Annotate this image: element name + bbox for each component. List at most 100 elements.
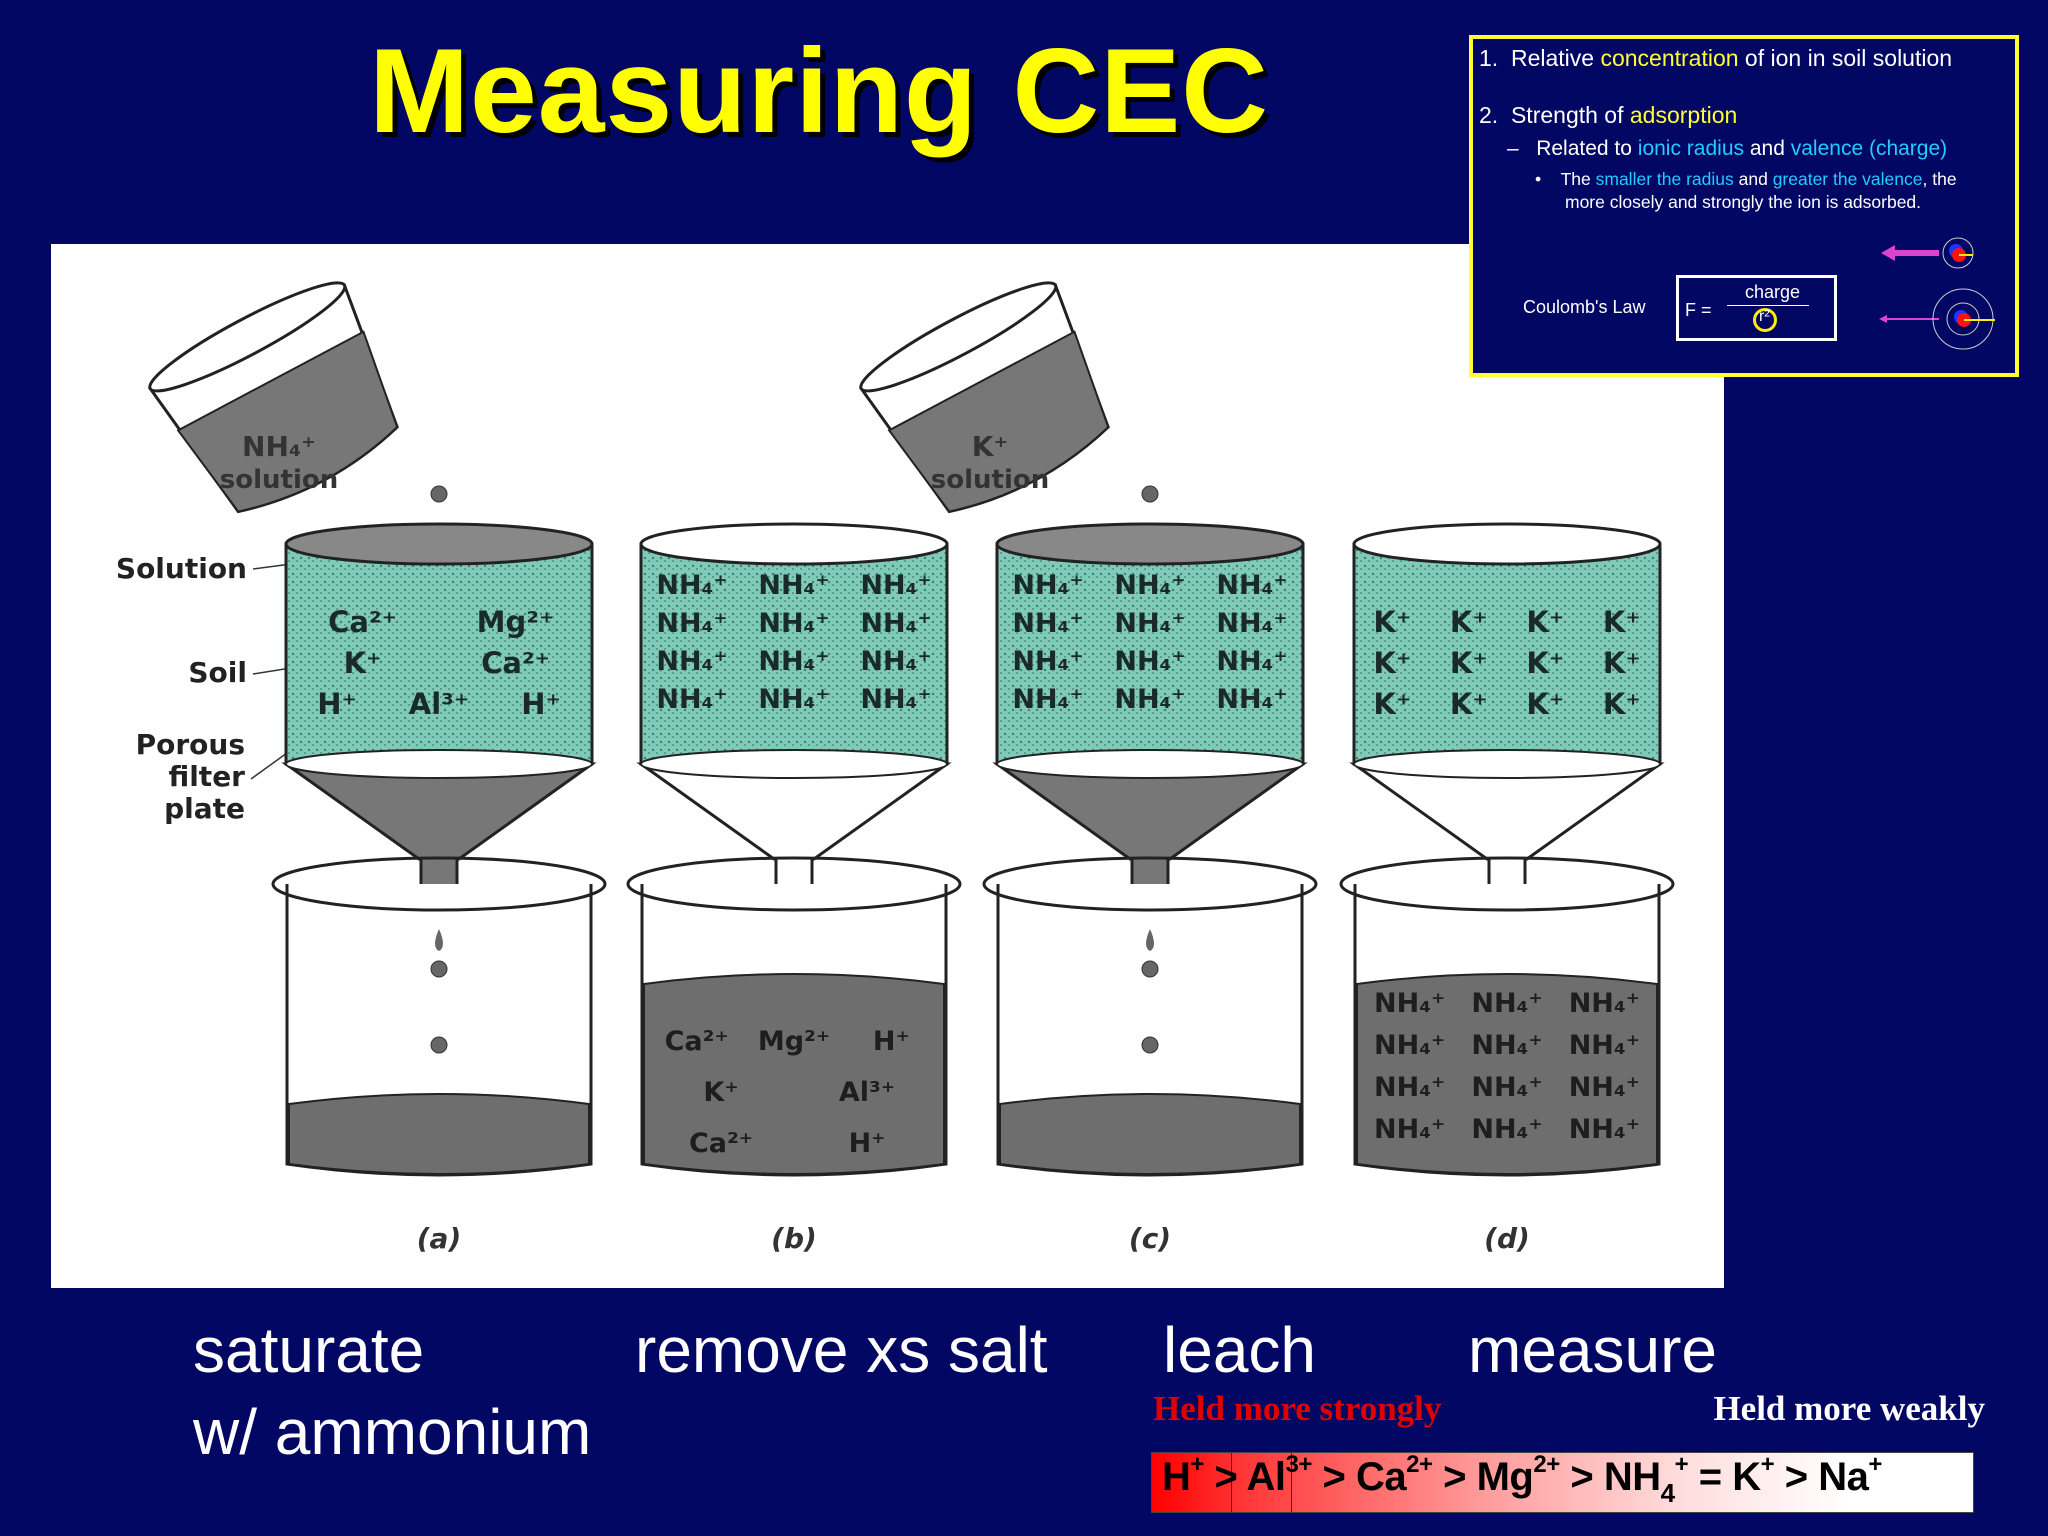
text: Strength of	[1510, 102, 1630, 128]
cec-illustration: SolutionSoilPorousfilterplateNH₄⁺solutio…	[116, 281, 1675, 1255]
soil-ion-label: NH₄⁺	[758, 570, 829, 601]
drop-icon	[430, 960, 448, 978]
panel-label: (c)	[1129, 1222, 1171, 1255]
beaker-ion-label: NH₄⁺	[1569, 1114, 1640, 1145]
soil-ion-label: K⁺	[344, 646, 382, 680]
coulombs-law-label: Coulomb's Law	[1523, 297, 1646, 317]
soil-ion-label: H⁺	[317, 687, 357, 721]
soil-ion-label: NH₄⁺	[758, 608, 829, 639]
beaker-rim	[271, 856, 607, 912]
beaker-ion-label: Ca²⁺	[665, 1026, 729, 1057]
step-remove-salt: remove xs salt	[635, 1314, 1048, 1386]
ion-nh: NH4+	[1603, 1451, 1689, 1508]
item-number: 1.	[1479, 45, 1499, 71]
held-more-weakly-label: Held more weakly	[1713, 1389, 1985, 1428]
porous-filter-plate	[285, 749, 593, 779]
text: The	[1560, 169, 1596, 189]
soil-ion-label: K⁺	[1450, 646, 1488, 680]
beaker-ion-label: Al³⁺	[839, 1077, 895, 1108]
small-force-arrow-icon	[1879, 315, 1939, 323]
beaker-ion-label: NH₄⁺	[1374, 1114, 1445, 1145]
pour-solution-label: solution	[931, 465, 1049, 495]
soil-ion-label: K⁺	[1373, 605, 1411, 639]
drop-icon	[430, 485, 448, 503]
soil-ion-label: K⁺	[1373, 687, 1411, 721]
lyotropic-series-bar: H+ > Al3+ > Ca2+ > Mg2+ > NH4+ = K+ > Na…	[1151, 1452, 1974, 1513]
item-number: 2.	[1479, 102, 1499, 128]
beaker-liquid	[643, 973, 945, 1175]
beaker-ion-label: NH₄⁺	[1471, 988, 1542, 1019]
drop-icon	[1141, 960, 1159, 978]
soil-ion-label: NH₄⁺	[758, 684, 829, 715]
soil-ion-label: K⁺	[1450, 605, 1488, 639]
soil-ion-label: K⁺	[1526, 605, 1564, 639]
funnel-rim	[1352, 522, 1662, 566]
lyotropic-series: H+ > Al3+ > Ca2+ > Mg2+ > NH4+ = K+ > Na…	[1162, 1451, 1882, 1508]
ion-h: H+	[1162, 1451, 1204, 1500]
text: Related to	[1536, 137, 1638, 160]
panel-d: K⁺K⁺K⁺K⁺K⁺K⁺K⁺K⁺K⁺K⁺K⁺K⁺NH₄⁺NH₄⁺NH₄⁺NH₄⁺…	[1339, 522, 1675, 1255]
highlight-text: ionic radius	[1637, 137, 1745, 160]
soil-ion-label: NH₄⁺	[860, 684, 931, 715]
funnel-rim	[284, 522, 594, 566]
comparison-operator: =	[1688, 1455, 1733, 1499]
divider	[1231, 1453, 1232, 1512]
soil-ion-label: K⁺	[1603, 687, 1641, 721]
soil-ion-label: NH₄⁺	[656, 570, 727, 601]
porous-filter-plate	[640, 749, 948, 779]
beaker-ion-label: H⁺	[873, 1026, 910, 1057]
coulomb-formula-box: F = charge r²	[1676, 275, 1837, 341]
dash: –	[1507, 137, 1519, 160]
info-item-1: 1. Relative concentration of ion in soil…	[1479, 45, 1952, 72]
panel-label: (d)	[1484, 1222, 1530, 1255]
beaker-rim	[982, 856, 1318, 912]
porous-filter-plate	[996, 749, 1304, 779]
formula-lhs: F =	[1685, 300, 1712, 320]
funnel-rim	[995, 522, 1305, 566]
comparison-operator: >	[1774, 1455, 1819, 1499]
soil-ion-label: NH₄⁺	[860, 646, 931, 677]
beaker-rim	[148, 281, 347, 393]
panel-label: (b)	[771, 1222, 817, 1255]
step-leach: leach	[1163, 1314, 1316, 1386]
step-saturate-line2: w/ ammonium	[193, 1396, 592, 1468]
soil-ion-label: Ca²⁺	[328, 605, 397, 639]
soil-column	[1352, 542, 1662, 766]
large-force-arrow-icon	[1881, 245, 1939, 261]
beaker-ion-label: NH₄⁺	[1374, 988, 1445, 1019]
beaker-liquid	[999, 1093, 1301, 1175]
beaker-liquid	[288, 1093, 590, 1175]
soil-ion-label: NH₄⁺	[1012, 646, 1083, 677]
beaker-ion-label: Mg²⁺	[758, 1026, 830, 1057]
ion-ca: Ca2+	[1355, 1451, 1433, 1500]
panel-c: K⁺solutionNH₄⁺NH₄⁺NH₄⁺NH₄⁺NH₄⁺NH₄⁺NH₄⁺NH…	[858, 281, 1318, 1255]
soil-ion-label: NH₄⁺	[1216, 608, 1287, 639]
large-ion-icon	[1932, 288, 1995, 350]
small-ion-icon	[1942, 237, 1974, 269]
soil-ion-label: NH₄⁺	[1012, 684, 1083, 715]
highlight-text: valence (charge)	[1790, 137, 1948, 160]
ion-na: Na+	[1818, 1451, 1882, 1500]
beaker-ion-label: NH₄⁺	[1569, 1072, 1640, 1103]
soil-ion-label: NH₄⁺	[656, 608, 727, 639]
soil-ion-label: Al³⁺	[409, 687, 469, 721]
soil-ion-label: NH₄⁺	[1216, 570, 1287, 601]
soil-label: Soil	[188, 656, 247, 689]
step-measure: measure	[1468, 1314, 1717, 1386]
text: , the	[1922, 169, 1957, 189]
beaker-ion-label: K⁺	[703, 1077, 738, 1108]
formula-numerator: charge	[1745, 282, 1801, 302]
beaker-rim	[626, 856, 962, 912]
soil-ion-label: NH₄⁺	[758, 646, 829, 677]
held-more-strongly-label: Held more strongly	[1153, 1389, 1442, 1428]
pour-solution	[176, 330, 399, 513]
ion-al: Al3+	[1246, 1451, 1313, 1500]
text: and	[1733, 169, 1773, 189]
text: Relative	[1510, 45, 1601, 71]
beaker-rim	[1339, 856, 1675, 912]
soil-ion-label: NH₄⁺	[1114, 608, 1185, 639]
beaker-liquid	[1356, 973, 1658, 1175]
ion-mg: Mg2+	[1476, 1451, 1561, 1500]
text: more closely and strongly the ion is ads…	[1565, 192, 1922, 212]
